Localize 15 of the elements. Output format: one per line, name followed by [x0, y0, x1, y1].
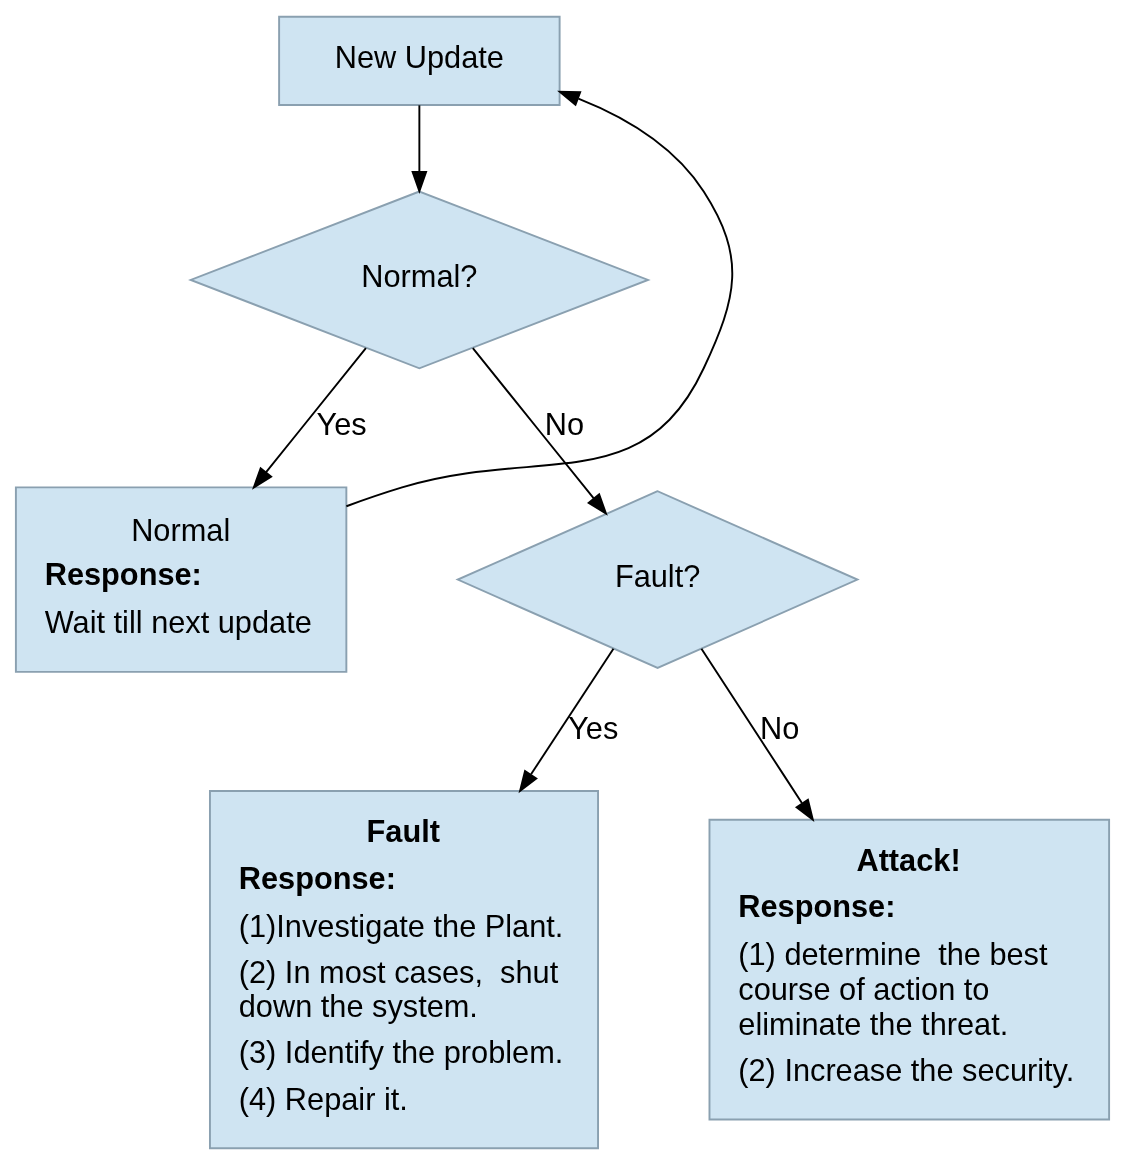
edge-label: Yes [568, 710, 619, 746]
edge-label: No [759, 710, 800, 746]
node-diamond: Normal? [188, 190, 651, 369]
arrow [518, 647, 615, 793]
edge-label: No [544, 406, 585, 442]
arrow [700, 647, 815, 822]
node-box: Normal Response: Wait till next update [14, 485, 348, 673]
arrow [411, 103, 428, 194]
arrow [345, 90, 734, 507]
arrow [252, 346, 367, 490]
node-box: Attack! Response: (1) determine the best course of action to eliminate the threat. (2) Increase the security. [708, 818, 1111, 1120]
node-box: New Update [278, 15, 561, 106]
edge-label: Yes [316, 406, 367, 442]
arrow [471, 346, 608, 516]
node-box: Fault Response: (1)Investigate the Plant. (2) In most cases, shut down the system. (3) Identify the problem. (4) Repair it. [209, 789, 599, 1149]
